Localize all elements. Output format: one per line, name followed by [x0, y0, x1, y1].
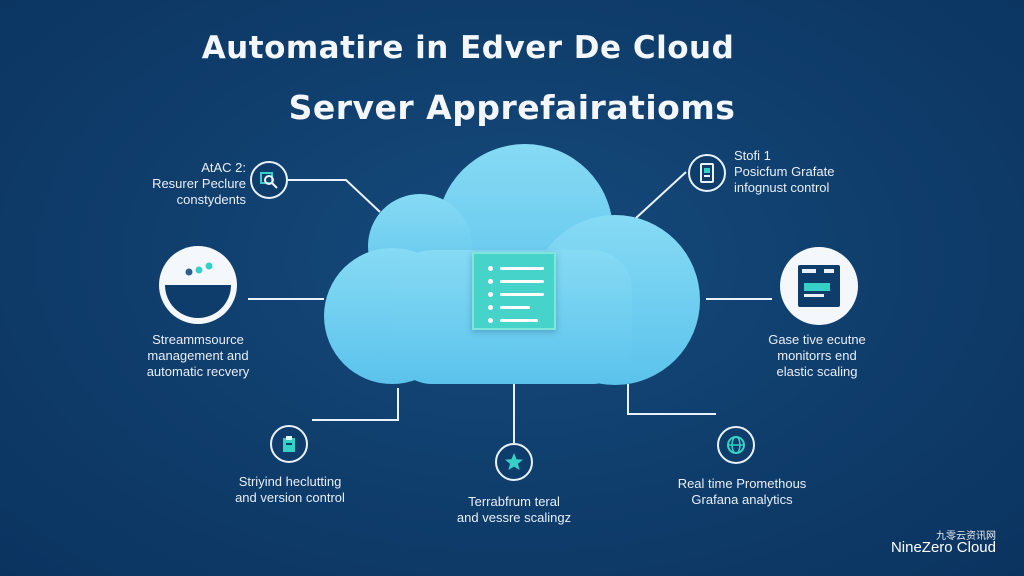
mobile-device-icon[interactable]: [688, 154, 726, 192]
label-bottom-right: Real time Promethous Grafana analytics: [677, 476, 807, 507]
brand-watermark: 九零云资讯网 NineZero Cloud: [890, 531, 996, 556]
title-line-2: Server Apprefairatioms: [288, 88, 736, 127]
connector-bottom-left: [312, 388, 399, 421]
globe-icon[interactable]: [717, 426, 755, 464]
label-mid-left: Streammsource management and automatic r…: [146, 332, 250, 379]
star-icon[interactable]: [495, 443, 533, 481]
connector-top-right: [635, 171, 687, 219]
document-list-icon: [472, 252, 556, 330]
clipboard-icon[interactable]: [270, 425, 308, 463]
dashboard-window-icon[interactable]: [780, 247, 858, 325]
search-monitor-icon[interactable]: [250, 161, 288, 199]
label-top-right: Stofi 1 Posicfum Grafate infognust contr…: [734, 148, 835, 195]
label-mid-right: Gase tive ecutne monitorrs end elastic s…: [768, 332, 866, 379]
brand-sub: 九零云资讯网: [936, 531, 996, 542]
bowl-dots-icon[interactable]: [159, 246, 237, 324]
label-bottom-center: Terrabfrum teral and vessre scalingz: [456, 494, 572, 525]
brand-name: NineZero Cloud: [890, 539, 996, 556]
label-bottom-left: Striyind heclutting and version control: [235, 474, 345, 505]
label-top-left: AtAC 2: Resurer Peclure constydents: [152, 160, 246, 207]
connector-top-left: [288, 179, 381, 213]
connector-bottom-right: [627, 384, 716, 415]
title-line-1: Automatire in Edver De Cloud: [201, 30, 735, 66]
